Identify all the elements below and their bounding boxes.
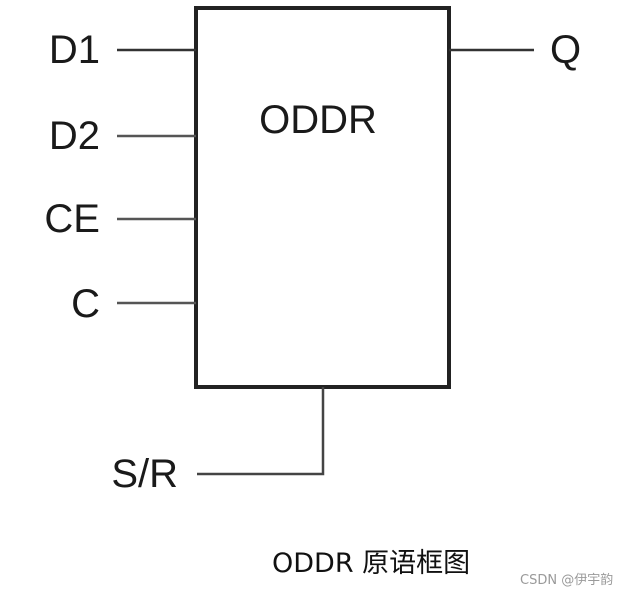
input-pin-d2: D2 — [49, 114, 196, 158]
input-pin-ce: CE — [44, 197, 196, 241]
block-title: ODDR — [259, 98, 377, 142]
pin-label-d1: D1 — [49, 28, 100, 72]
oddr-block — [194, 6, 451, 389]
pin-label-c: C — [71, 282, 100, 326]
input-pin-c: C — [71, 282, 196, 326]
input-pin-d1: D1 — [49, 28, 196, 72]
sr-wire — [197, 387, 325, 476]
bottom-pin-sr: S/R — [111, 387, 325, 496]
pin-label-q: Q — [550, 28, 581, 72]
pin-label-d2: D2 — [49, 114, 100, 158]
pin-label-ce: CE — [44, 197, 100, 241]
watermark: CSDN @伊宇韵 — [520, 573, 614, 588]
figure-caption: ODDR 原语框图 — [272, 548, 471, 579]
output-pin-q: Q — [449, 28, 581, 72]
pin-label-sr: S/R — [111, 452, 178, 496]
